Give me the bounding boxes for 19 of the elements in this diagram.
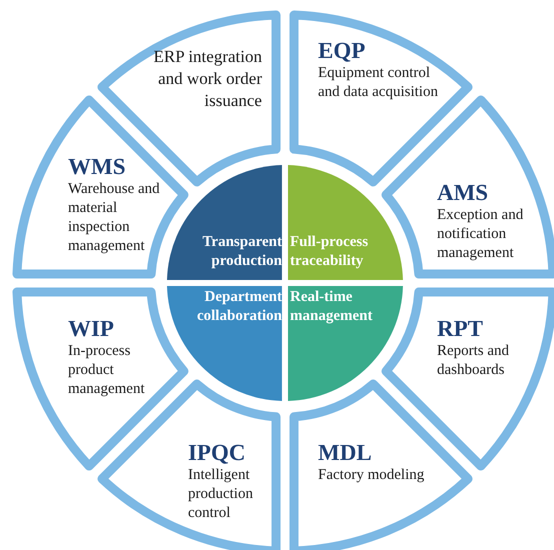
module-code: RPT <box>436 316 484 342</box>
module-code: EQP <box>318 38 366 64</box>
quadrant-label: Department collaboration <box>196 288 282 326</box>
module-code: AMS <box>436 180 490 206</box>
module-code: MDL <box>318 440 373 466</box>
module-description: In-process product management <box>68 342 146 399</box>
module-description: ERP integration and work order issuance <box>152 46 262 112</box>
module-code: WMS <box>68 154 126 180</box>
module-description: Equipment control and data acquisition <box>318 64 439 102</box>
module-description: Reports and dashboards <box>436 342 510 380</box>
module-description: Factory modeling <box>318 466 426 485</box>
quadrant-label: Transparent production <box>202 232 282 271</box>
quadrant-label: Real-time management <box>290 288 370 326</box>
module-description: Exception and notification management <box>436 206 524 263</box>
module-code: WIP <box>68 316 115 342</box>
module-description: Warehouse and material inspection management <box>68 180 161 256</box>
module-code: IPQC <box>188 440 246 466</box>
module-description: Intelligent production control <box>188 466 254 523</box>
quadrant-label: Full-process traceability <box>290 232 370 271</box>
